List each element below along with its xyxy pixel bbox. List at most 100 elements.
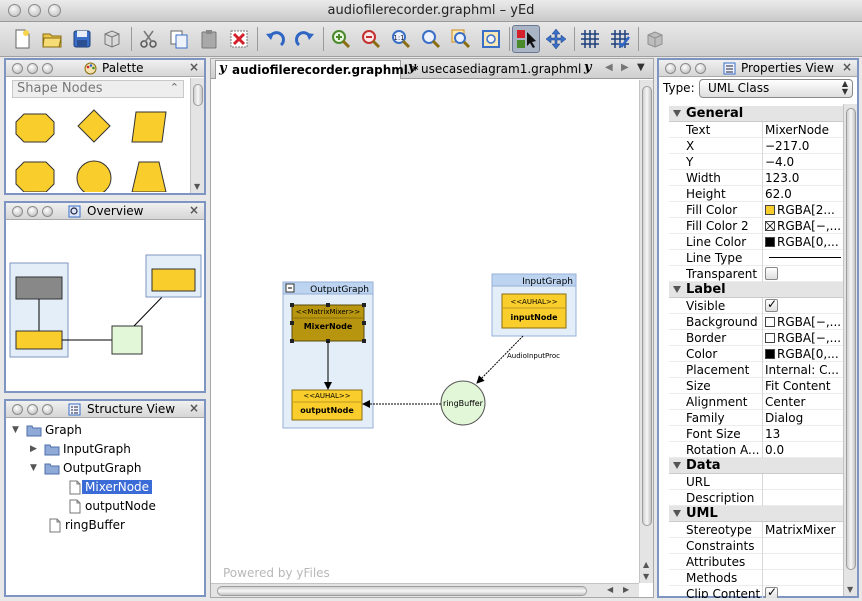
zoom-area-button[interactable] (447, 25, 475, 53)
tab-audiofilerecorder[interactable]: y audiofilerecorder.graphml * (215, 60, 418, 79)
scroll-down-arrow-icon[interactable]: ▼ (194, 182, 201, 191)
visible-checkbox[interactable]: ✓ (765, 299, 778, 312)
prop-constraints[interactable]: Constraints (669, 538, 845, 554)
prop-url[interactable]: URL (669, 474, 845, 490)
prop-value[interactable]: −4.0 (765, 155, 795, 169)
canvas-vertical-thumb[interactable] (642, 86, 652, 526)
properties-scroll-thumb[interactable] (846, 108, 856, 570)
palette-scroll-thumb[interactable] (193, 84, 203, 106)
scroll-up-arrow-icon[interactable]: ▲ (643, 560, 650, 569)
zoom-out-button[interactable] (357, 25, 385, 53)
ringbuffer-node[interactable]: ringBuffer (440, 380, 486, 426)
expanded-triangle-icon[interactable]: ▼ (30, 463, 37, 473)
panel-close-button[interactable] (12, 206, 23, 217)
tree-item-graph[interactable]: ▼ Graph (12, 421, 85, 439)
open-button[interactable] (38, 25, 66, 53)
panel-minimize-button[interactable] (27, 404, 38, 415)
section-label-props[interactable]: Label (669, 282, 845, 298)
panel-close-button[interactable] (12, 404, 23, 415)
edit-mode-button[interactable] (512, 25, 540, 53)
scroll-left-arrow-icon[interactable]: ◀ (607, 585, 614, 594)
close-panel-icon[interactable]: × (841, 60, 852, 74)
paste-button[interactable] (195, 25, 223, 53)
prop-value[interactable]: Internal: C... (765, 363, 839, 377)
prop-description[interactable]: Description (669, 490, 845, 506)
prop-methods[interactable]: Methods (669, 570, 845, 586)
palette-scrollbar[interactable]: ▼ (190, 78, 204, 193)
prop-value[interactable]: 62.0 (765, 187, 792, 201)
panel-zoom-button[interactable] (42, 404, 53, 415)
prop-value[interactable]: RGBA[2... (777, 203, 835, 217)
prop-x[interactable]: X−217.0 (669, 138, 845, 154)
close-window-button[interactable] (8, 4, 21, 17)
expanded-triangle-icon[interactable] (673, 462, 681, 469)
prop-value[interactable]: 13 (765, 427, 781, 441)
section-data[interactable]: Data (669, 458, 845, 474)
tab-scroll-left-icon[interactable]: ◀ (605, 62, 613, 73)
tab-overflow[interactable]: y (581, 60, 603, 79)
snap-to-grid-button[interactable] (606, 25, 634, 53)
prop-clip-content[interactable]: Clip Content✓ (669, 586, 845, 598)
type-select[interactable]: UML Class ▲▼ (699, 79, 853, 98)
expanded-triangle-icon[interactable] (673, 286, 681, 293)
prop-value[interactable]: RGBA[0,... (777, 235, 839, 249)
tree-item-outputgraph[interactable]: ▼ OutputGraph (30, 459, 145, 477)
prop-value[interactable]: 123.0 (765, 171, 800, 185)
prop-value[interactable]: RGBA[0,... (777, 347, 839, 361)
prop-y[interactable]: Y−4.0 (669, 154, 845, 170)
zoom-actual-size-button[interactable]: 1:1 (387, 25, 415, 53)
prop-rotation-angle[interactable]: Rotation A...0.0 (669, 442, 845, 458)
new-document-button[interactable] (8, 25, 36, 53)
close-panel-icon[interactable]: × (188, 401, 199, 415)
minimize-window-button[interactable] (28, 4, 41, 17)
panel-minimize-button[interactable] (27, 63, 38, 74)
cut-button[interactable] (135, 25, 163, 53)
tab-usecasediagram1[interactable]: y usecasediagram1.graphml (405, 60, 581, 79)
shape-nodes-section-header[interactable]: Shape Nodes ⌃ (12, 80, 184, 98)
scroll-down-arrow-icon[interactable]: ▼ (847, 585, 854, 594)
mixer-node[interactable]: <<MatrixMixer>> MixerNode (290, 303, 366, 343)
navigation-mode-button[interactable] (542, 25, 570, 53)
tree-item-inputgraph[interactable]: ▶ InputGraph (30, 440, 134, 458)
properties-scrollbar[interactable]: ▼ (843, 104, 857, 596)
panel-minimize-button[interactable] (680, 63, 691, 74)
prop-value[interactable]: Fit Content (765, 379, 831, 393)
copy-button[interactable] (165, 25, 193, 53)
prop-line-type[interactable]: Line Type (669, 250, 845, 266)
edge-input-ringbuffer[interactable] (476, 335, 524, 384)
close-panel-icon[interactable]: × (188, 203, 199, 217)
graph-canvas[interactable]: OutputGraph <<MatrixMixer>> MixerNode <<… (211, 80, 639, 583)
prop-value[interactable]: 0.0 (765, 443, 785, 457)
save-as-button[interactable] (98, 25, 126, 53)
canvas-horizontal-thumb[interactable] (217, 586, 587, 596)
prop-attributes[interactable]: Attributes (669, 554, 845, 570)
panel-zoom-button[interactable] (695, 63, 706, 74)
scroll-right-arrow-icon[interactable]: ▶ (623, 585, 630, 594)
output-node[interactable]: <<AUHAL>> outputNode (291, 389, 363, 421)
save-button[interactable] (68, 25, 96, 53)
undo-button[interactable] (261, 25, 289, 53)
close-panel-icon[interactable]: × (188, 60, 199, 74)
grid-button[interactable] (576, 25, 604, 53)
panel-zoom-button[interactable] (42, 206, 53, 217)
panel-close-button[interactable] (12, 63, 23, 74)
transparent-checkbox[interactable] (765, 267, 778, 280)
prop-value[interactable]: RGBA[−,... (777, 315, 842, 329)
prop-value[interactable]: −217.0 (765, 139, 810, 153)
prop-value[interactable]: RGBA[−,... (777, 331, 842, 345)
tree-item-ringbuffer[interactable]: ringBuffer (48, 516, 128, 534)
expanded-triangle-icon[interactable] (673, 110, 681, 117)
input-node[interactable]: <<AUHAL>> inputNode (501, 293, 567, 329)
panel-close-button[interactable] (665, 63, 676, 74)
tab-scroll-right-icon[interactable]: ▶ (621, 62, 629, 73)
